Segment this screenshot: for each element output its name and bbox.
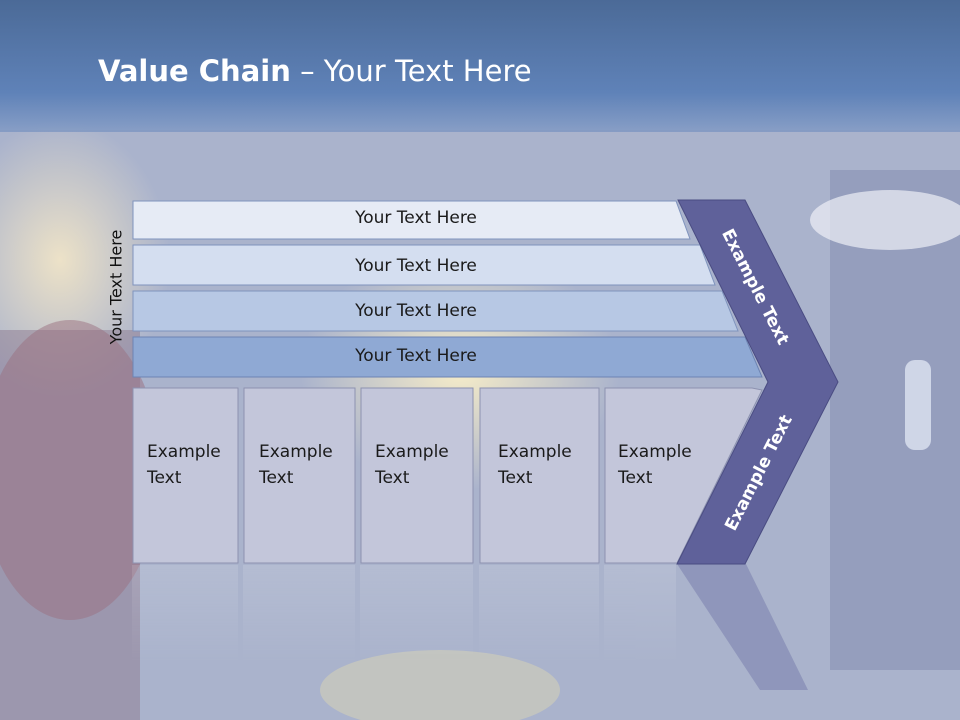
- box-3: [360, 387, 474, 564]
- bar-2-label: Your Text Here: [355, 256, 477, 276]
- title-bold: Value Chain: [98, 54, 291, 88]
- chevron-reflection: [677, 564, 808, 690]
- bar-4-label: Your Text Here: [355, 346, 477, 366]
- box-3-line2: Text: [375, 468, 410, 488]
- bar-1-label: Your Text Here: [355, 208, 477, 228]
- box-4-line1: Example: [498, 442, 572, 462]
- chevron-shape: [676, 199, 839, 565]
- bar-3: [132, 290, 739, 332]
- box-4-line2: Text: [498, 468, 533, 488]
- box-1: [132, 387, 239, 564]
- header-band: [0, 0, 960, 132]
- box-2-line2: Text: [259, 468, 294, 488]
- bar-2: [132, 244, 716, 286]
- box-5-line1: Example: [618, 442, 692, 462]
- box-5-line2: Text: [618, 468, 653, 488]
- box-5: [604, 387, 763, 564]
- bar-4: [132, 336, 763, 378]
- box-2: [243, 387, 356, 564]
- title-rest: – Your Text Here: [290, 54, 532, 88]
- box-3-line1: Example: [375, 442, 449, 462]
- box-4: [479, 387, 600, 564]
- box-1-line2: Text: [147, 468, 182, 488]
- bar-1: [132, 200, 691, 240]
- box-2-line1: Example: [259, 442, 333, 462]
- slide-title: Value Chain – Your Text Here: [98, 54, 532, 88]
- box-1-line1: Example: [147, 442, 221, 462]
- bar-3-label: Your Text Here: [355, 301, 477, 321]
